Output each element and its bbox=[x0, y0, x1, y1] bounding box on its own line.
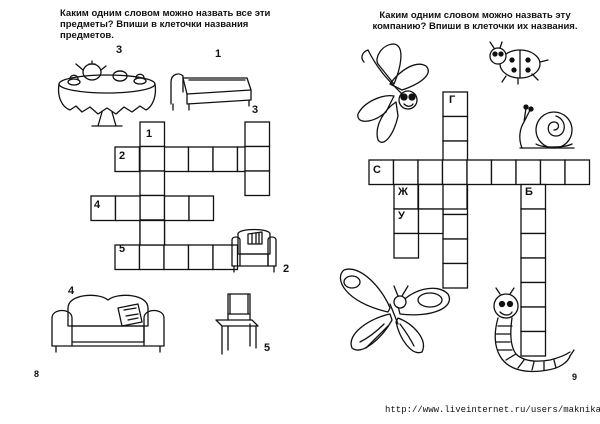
left-crossword-cell[interactable] bbox=[139, 194, 166, 221]
caterpillar-picture bbox=[493, 287, 575, 373]
right-crossword-cell[interactable] bbox=[417, 159, 444, 186]
left-crossword-cell[interactable] bbox=[163, 244, 190, 271]
left-crossword-cell[interactable] bbox=[244, 121, 271, 148]
right-crossword-grid bbox=[368, 91, 591, 357]
clue-number-4: 4 bbox=[94, 199, 101, 211]
given-letter-zh: Ж bbox=[398, 186, 408, 198]
dragonfly-picture bbox=[357, 43, 429, 143]
bed-picture bbox=[170, 73, 252, 111]
armchair-number: 2 bbox=[283, 263, 290, 275]
right-crossword-cell[interactable] bbox=[520, 183, 547, 210]
right-crossword-cell[interactable] bbox=[520, 330, 547, 357]
clue-number-5: 5 bbox=[119, 243, 126, 255]
source-url: http://www.liveinternet.ru/users/maknika… bbox=[385, 405, 600, 415]
sofa-number: 4 bbox=[68, 285, 75, 297]
right-crossword-cell[interactable] bbox=[564, 159, 591, 186]
given-letter-g: Г bbox=[449, 94, 456, 106]
left-crossword-grid bbox=[90, 121, 271, 271]
left-crossword-cell[interactable] bbox=[188, 195, 215, 222]
clue-number-1: 1 bbox=[146, 128, 153, 140]
clue-number-3: 3 bbox=[252, 104, 259, 116]
left-crossword-cell[interactable] bbox=[114, 195, 141, 222]
right-crossword-cell[interactable] bbox=[490, 159, 517, 186]
right-crossword-cell[interactable] bbox=[466, 159, 493, 186]
right-crossword-cell[interactable] bbox=[520, 208, 547, 235]
snail-picture bbox=[519, 104, 575, 149]
right-crossword-cell[interactable] bbox=[441, 159, 468, 186]
left-crossword-cell[interactable] bbox=[187, 244, 214, 271]
left-instruction: Каким одним словом можно назвать все эти… bbox=[60, 8, 271, 41]
left-crossword-cell[interactable] bbox=[244, 170, 271, 197]
left-page: Каким одним словом можно назвать все эти… bbox=[0, 0, 300, 390]
right-crossword-cell[interactable] bbox=[417, 183, 444, 210]
left-crossword-cell[interactable] bbox=[163, 146, 190, 173]
right-crossword-cell[interactable] bbox=[520, 306, 547, 333]
chair-picture bbox=[215, 293, 259, 355]
beetle-picture bbox=[489, 41, 549, 85]
left-crossword-cell[interactable] bbox=[139, 219, 166, 246]
right-crossword-cell[interactable] bbox=[539, 159, 566, 186]
left-crossword-cell[interactable] bbox=[244, 145, 271, 172]
right-instruction: Каким одним словом можно назвать эту ком… bbox=[372, 10, 578, 32]
table-tea-set-picture bbox=[57, 60, 157, 127]
right-crossword-cell[interactable] bbox=[441, 183, 468, 210]
armchair-picture bbox=[231, 228, 277, 273]
left-crossword-cell[interactable] bbox=[90, 195, 117, 222]
left-crossword-cell[interactable] bbox=[139, 145, 166, 172]
left-crossword-cell[interactable] bbox=[139, 121, 166, 148]
given-letter-b: Б bbox=[525, 186, 533, 198]
left-crossword-cell[interactable] bbox=[212, 146, 239, 173]
right-crossword-cell[interactable] bbox=[520, 232, 547, 259]
given-letter-s: С bbox=[373, 164, 381, 176]
right-crossword-cell[interactable] bbox=[442, 213, 469, 240]
right-crossword-cell[interactable] bbox=[417, 208, 444, 235]
chair-number: 5 bbox=[264, 342, 271, 354]
left-crossword-cell[interactable] bbox=[163, 195, 190, 222]
table-number: 3 bbox=[116, 44, 123, 56]
butterfly-picture bbox=[339, 268, 451, 354]
right-crossword-cell[interactable] bbox=[393, 232, 420, 259]
right-crossword-cell[interactable] bbox=[442, 115, 469, 142]
bed-number: 1 bbox=[215, 48, 222, 60]
left-crossword-cell[interactable] bbox=[187, 146, 214, 173]
page-number-right: 9 bbox=[572, 372, 578, 382]
sofa-picture bbox=[51, 294, 165, 353]
clue-number-2: 2 bbox=[119, 150, 126, 162]
right-crossword-cell[interactable] bbox=[520, 281, 547, 308]
right-crossword-cell[interactable] bbox=[442, 262, 469, 289]
page-number-left: 8 bbox=[34, 369, 40, 379]
right-crossword-cell[interactable] bbox=[520, 257, 547, 284]
given-letter-u: У bbox=[398, 210, 405, 222]
right-crossword-cell[interactable] bbox=[515, 159, 542, 186]
left-crossword-cell[interactable] bbox=[139, 170, 166, 197]
right-crossword-cell[interactable] bbox=[442, 91, 469, 118]
left-crossword-cell[interactable] bbox=[138, 244, 165, 271]
right-page: Каким одним словом можно назвать эту ком… bbox=[300, 0, 600, 390]
right-crossword-cell[interactable] bbox=[392, 159, 419, 186]
left-crossword-cell[interactable] bbox=[114, 244, 141, 271]
